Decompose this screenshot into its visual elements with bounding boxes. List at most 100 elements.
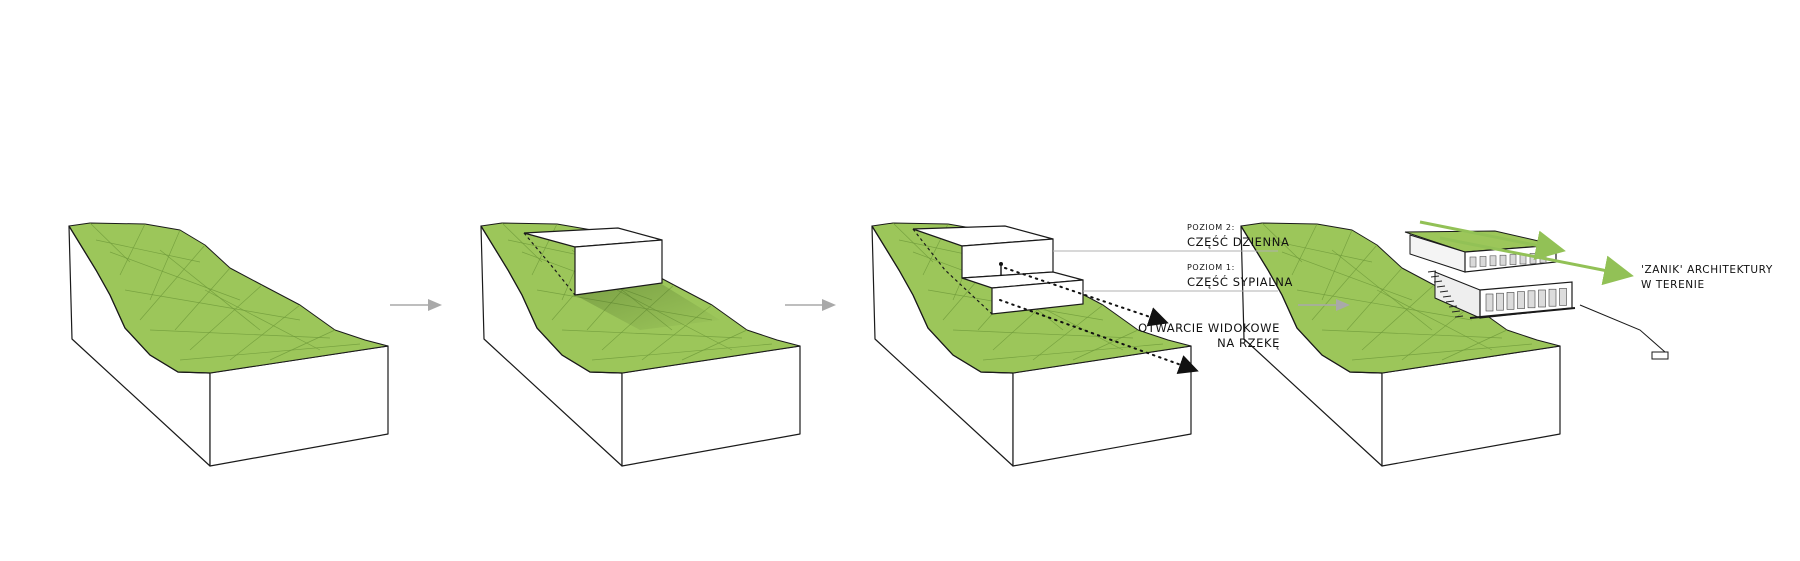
terrain-facet-line xyxy=(149,329,331,339)
stair-step xyxy=(1445,300,1455,303)
terrain-facet-line xyxy=(561,329,743,339)
volume-buried-edge xyxy=(523,232,576,296)
terrain-facet-line xyxy=(1296,289,1473,321)
arrow-head xyxy=(428,299,442,311)
terrain-facet-line xyxy=(1072,329,1139,361)
terrain-facet-line xyxy=(892,222,934,263)
house-final xyxy=(1404,220,1669,360)
terrain-triangulation xyxy=(89,222,361,361)
terrain-facet-line xyxy=(1441,329,1508,361)
building-volume-1 xyxy=(523,227,720,330)
garage-opening xyxy=(1651,351,1669,360)
terrain-facet-line xyxy=(1321,329,1503,339)
architecture-fade-line2: W TERENIE xyxy=(1641,279,1705,291)
volume-front xyxy=(574,239,663,296)
terrace-slab xyxy=(1469,307,1576,319)
view-arrow-upper xyxy=(1004,267,1169,327)
view-opening-line1: OTWARCIE WIDOKOWE xyxy=(1138,321,1280,335)
terrain-edge xyxy=(480,225,623,374)
terrain-facet-line xyxy=(1032,304,1104,361)
terrain-facet-line xyxy=(189,284,263,351)
arrow-right-icon xyxy=(785,299,836,311)
terrain-facet-line xyxy=(119,223,146,276)
terrain-facet-line xyxy=(89,222,131,263)
stair-step xyxy=(1439,290,1449,293)
terrain-facet-line xyxy=(1401,304,1473,361)
terrain-edge xyxy=(1240,225,1383,374)
window-pane xyxy=(1469,256,1477,268)
terrain-triangulation xyxy=(1261,222,1533,361)
terrain-edge xyxy=(68,225,211,374)
terrain-edge xyxy=(871,225,1014,374)
stair-step xyxy=(1448,305,1458,308)
terrain-block-4 xyxy=(1240,222,1561,467)
terrain-facet-line xyxy=(1291,223,1318,276)
fade-arrow-upper xyxy=(1419,220,1566,261)
terrain-facet-line xyxy=(179,343,361,361)
lower-windows xyxy=(1485,288,1567,312)
window-pane xyxy=(1489,255,1497,267)
terrain-facet-line xyxy=(952,329,1134,339)
level1-caption: POZIOM 1: xyxy=(1187,263,1235,272)
arrow-right-icon xyxy=(390,299,442,311)
lower-volume-front xyxy=(991,279,1084,315)
terrain-facet-line xyxy=(1361,284,1435,351)
window-pane xyxy=(1485,293,1494,312)
terrain-facet-line xyxy=(1376,289,1493,351)
terrain-facet-line xyxy=(1321,229,1353,301)
building-volume-2 xyxy=(912,225,1278,375)
terrain-facet-line xyxy=(982,343,1164,361)
upper-volume-front xyxy=(961,238,1054,279)
window-pane xyxy=(1509,254,1517,265)
terrain-facet-line xyxy=(174,267,231,331)
terrain-facet-line xyxy=(204,289,321,351)
slope-stairs xyxy=(1427,270,1464,318)
terrain-block-2 xyxy=(480,222,801,467)
terrain-facet-line xyxy=(149,229,181,301)
architecture-fade-line1: 'ZANIK' ARCHITEKTURY xyxy=(1641,264,1773,276)
arrow-head xyxy=(1336,299,1350,311)
stair-step xyxy=(1427,270,1437,273)
terrain-facet-line xyxy=(681,329,748,361)
terrain-facet-line xyxy=(1281,251,1413,301)
retaining-wall xyxy=(1579,304,1666,353)
level2-name: CZĘŚĆ DZIENNA xyxy=(1187,235,1290,249)
terrain-facet-line xyxy=(95,239,201,263)
window-pane xyxy=(1548,288,1557,307)
volume-shadow xyxy=(575,283,720,330)
arrow-right-icon xyxy=(1298,299,1350,311)
terrain-facet-line xyxy=(1351,343,1533,361)
window-pane xyxy=(1479,256,1487,267)
window-pane xyxy=(1499,254,1507,266)
terrain-facet-line xyxy=(501,222,543,263)
fade-arrow-lower xyxy=(1439,236,1634,286)
window-pane xyxy=(1527,290,1536,309)
stair-step xyxy=(1451,310,1461,313)
window-pane xyxy=(1559,288,1567,306)
window-pane xyxy=(1496,292,1504,311)
terrain-facet-line xyxy=(1267,239,1373,263)
stair-step xyxy=(1442,295,1452,298)
terrain-facet-line xyxy=(124,289,301,321)
level1-name: CZĘŚĆ SYPIALNA xyxy=(1187,275,1293,289)
terrain-block-3 xyxy=(871,222,1192,467)
terrain-facet-line xyxy=(159,249,261,331)
window-pane xyxy=(1506,292,1515,310)
terrain-facet-line xyxy=(229,304,301,361)
level2-caption: POZIOM 2: xyxy=(1187,223,1235,232)
terrain-block-1 xyxy=(68,222,389,467)
stair-step xyxy=(1433,280,1443,283)
stair-step xyxy=(1430,275,1440,278)
stair-step xyxy=(1436,285,1446,288)
view-opening-line2: NA RZEKĘ xyxy=(1217,336,1280,350)
window-pane xyxy=(1517,291,1525,309)
person-icon xyxy=(999,262,1003,266)
terrain-facet-line xyxy=(1346,267,1403,331)
terrain-facet-line xyxy=(1331,249,1433,331)
terrain-facet-line xyxy=(1261,222,1303,263)
arrow-head xyxy=(822,299,836,311)
terrain-facet-line xyxy=(269,329,336,361)
terrain-facet-line xyxy=(109,251,241,301)
terrain-facet-line xyxy=(139,244,206,321)
